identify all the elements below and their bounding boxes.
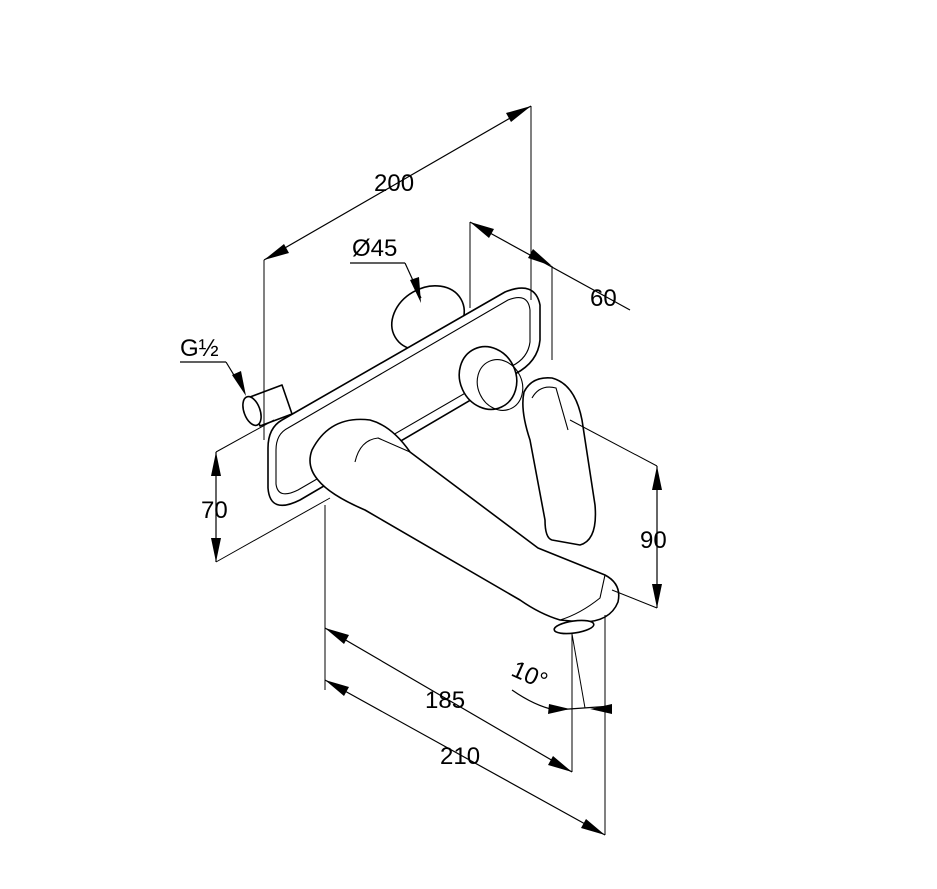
spout-edge	[354, 437, 411, 463]
dim-185-label: 185	[425, 687, 465, 714]
dim-90-label: 90	[640, 527, 667, 554]
dimension-thread: G½	[180, 335, 246, 396]
dimension-diameter-45: Ø45	[350, 235, 422, 303]
dimension-90: 90	[569, 419, 667, 609]
dim-angle-10-label: 10°	[507, 656, 551, 695]
spout	[309, 418, 620, 623]
lever-base-inner	[476, 359, 524, 411]
dimension-185: 185	[324, 505, 573, 773]
faucet-body	[242, 285, 620, 635]
dimension-60: 60	[469, 221, 631, 360]
dim-diameter-45-label: Ø45	[352, 235, 397, 262]
dim-200-label: 200	[374, 170, 414, 197]
lever-handle-edge	[531, 386, 569, 431]
lever-handle	[522, 376, 597, 546]
aerator	[553, 619, 595, 635]
dimension-210: 210	[324, 615, 606, 836]
dim-70-label: 70	[201, 497, 228, 524]
dimension-70: 70	[201, 419, 331, 563]
dim-210-label: 210	[440, 743, 480, 770]
dimension-200: 200	[263, 105, 532, 440]
spout-top-edge	[559, 574, 606, 621]
pipe-end	[242, 395, 262, 427]
dim-thread-label: G½	[180, 335, 219, 362]
dim-60-label: 60	[590, 285, 617, 312]
dimension-angle-10: 10°	[507, 633, 613, 714]
